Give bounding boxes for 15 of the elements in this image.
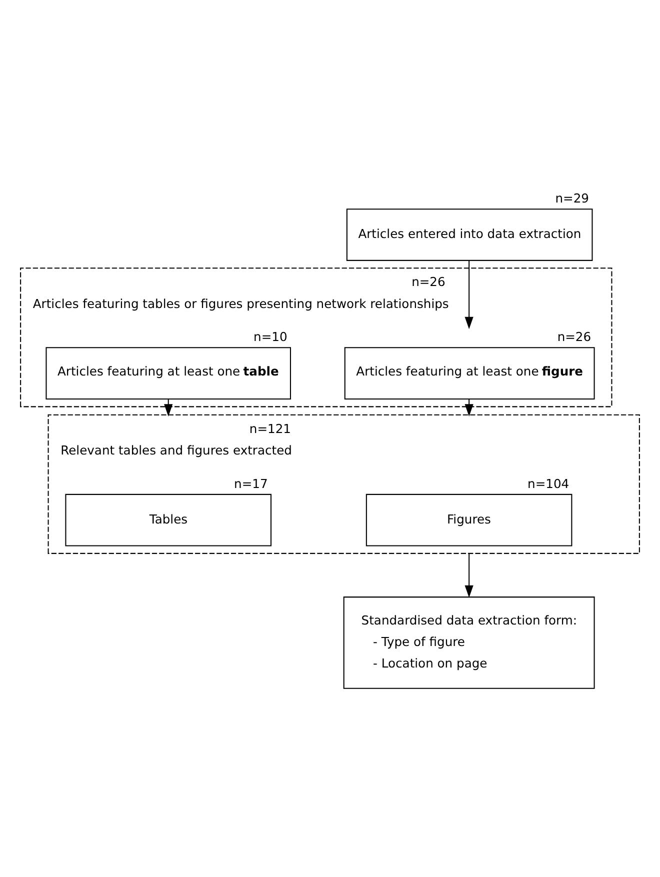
node-box: Articles featuring at least one figure xyxy=(344,347,595,400)
node-label: n=10 xyxy=(254,330,288,344)
node-box: Articles entered into data extraction xyxy=(346,208,593,261)
node-label: n=104 xyxy=(528,476,570,491)
node-box: Figures xyxy=(366,494,572,546)
node-box: Tables xyxy=(65,494,272,546)
node-box: Articles featuring at least one table xyxy=(46,347,291,400)
node-label: n=26 xyxy=(557,330,592,344)
arrow xyxy=(464,260,474,330)
node-label: n=26 xyxy=(412,275,446,290)
node-label: n=121 xyxy=(249,422,292,436)
node-box: Standardised data extraction form: - Type of figure - Location on page xyxy=(343,596,595,689)
node-label: n=29 xyxy=(555,192,590,206)
node-label: n=17 xyxy=(234,476,268,491)
arrow xyxy=(464,553,474,598)
